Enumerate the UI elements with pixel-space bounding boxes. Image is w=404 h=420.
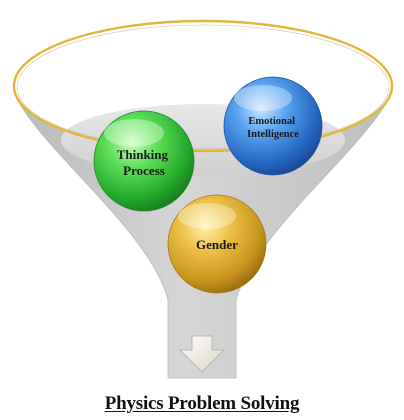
funnel-rim — [12, 19, 394, 153]
emotional-label-line2: Intelligence — [247, 129, 299, 140]
factor-thinking-process: Thinking Process — [93, 110, 195, 212]
down-arrow-icon — [178, 335, 226, 373]
thinking-label-line1: Thinking — [117, 147, 169, 162]
factor-emotional-intelligence: Emotional Intelligence — [223, 76, 323, 176]
emotional-label-line1: Emotional — [248, 116, 295, 127]
factor-gender: Gender — [167, 194, 267, 294]
outcome-caption: Physics Problem Solving — [104, 393, 300, 414]
svg-text:Gender: Gender — [196, 237, 238, 252]
svg-text:Emotional Intelligence: Emotional Intelligence — [247, 116, 299, 140]
svg-text:Thinking Process: Thinking Process — [117, 147, 172, 178]
gender-label: Gender — [196, 237, 238, 252]
funnel-rim-shadow — [16, 24, 390, 150]
thinking-label-line2: Process — [123, 163, 165, 178]
